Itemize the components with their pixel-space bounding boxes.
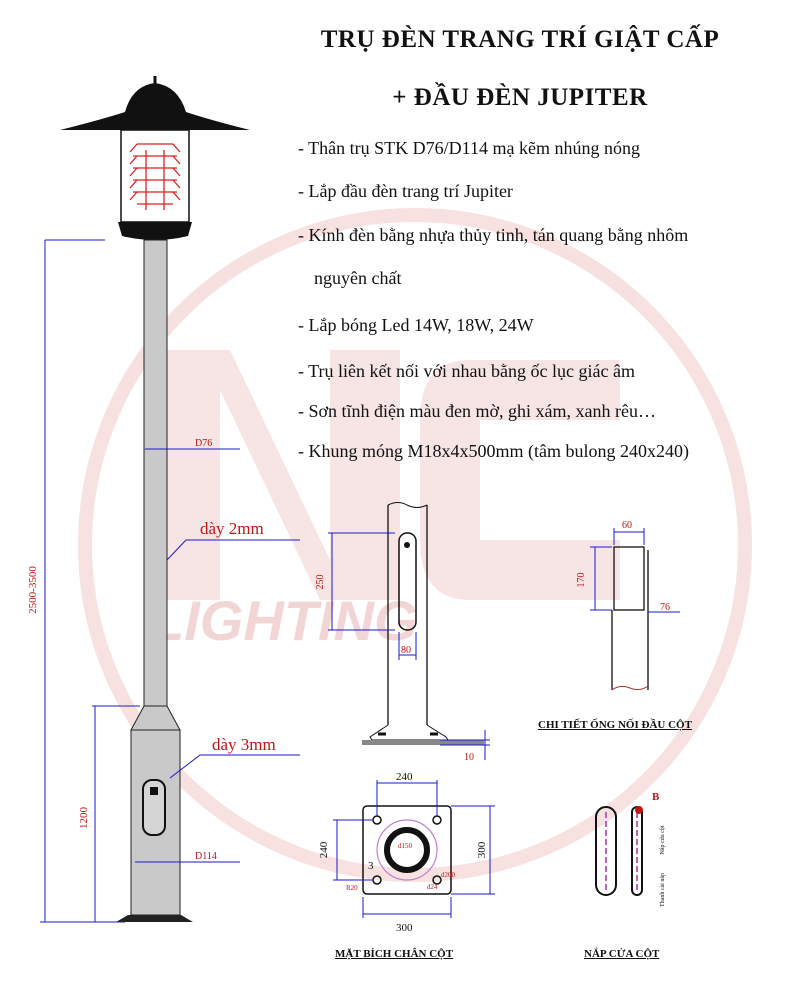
upper-thickness-label: dày 2mm: [200, 519, 264, 538]
led-diffuser: [129, 143, 181, 210]
door-label-a: Nắp cửa cột: [659, 825, 666, 854]
door-cover-detail: [595, 806, 643, 896]
pole: [116, 239, 193, 922]
title-line-2: + ĐẦU ĐÈN JUPITER: [392, 84, 648, 111]
joint-caption: CHI TIẾT ỐNG NỐI ĐẦU CỘT: [538, 719, 692, 731]
flange-bolt-circle: d200: [441, 871, 456, 879]
title-line-1: TRỤ ĐÈN TRANG TRÍ GIẬT CẤP: [320, 26, 720, 53]
base-side-detail: [362, 502, 484, 745]
joint-detail: [611, 546, 649, 691]
base-height-label: 250: [315, 575, 326, 590]
flange-radius: R20: [346, 884, 358, 892]
flange-plate: [362, 805, 452, 895]
flange-left-dim: 240: [318, 841, 330, 858]
flange-small-label: 3: [368, 860, 374, 872]
base-dimensions: [328, 532, 490, 760]
joint-dimensions: [590, 528, 680, 613]
jupiter-lamp-head: [60, 76, 250, 240]
flange-right-dim: 300: [476, 841, 488, 858]
spec-item: - Lắp đầu đèn trang trí Jupiter: [298, 181, 513, 201]
plate-thickness-label: 10: [464, 752, 474, 763]
flange-center-hole: d150: [398, 842, 413, 850]
spec-item: - Thân trụ STK D76/D114 mạ kẽm nhúng nón…: [298, 138, 640, 158]
spec-item: nguyên chất: [314, 268, 402, 288]
base-width-label: 80: [401, 645, 411, 656]
spec-item: - Khung móng M18x4x500mm (tâm bulong 240…: [298, 441, 689, 461]
flange-hole: d24: [427, 883, 438, 891]
flange-caption: MẶT BÍCH CHÂN CỘT: [335, 948, 454, 960]
spec-item: - Sơn tĩnh điện màu đen mờ, ghi xám, xan…: [298, 401, 656, 421]
watermark-text: LIGHTING: [150, 589, 418, 652]
flange-dimensions: [333, 780, 495, 918]
joint-height: 170: [576, 573, 587, 588]
spec-item: - Lắp bóng Led 14W, 18W, 24W: [298, 315, 534, 335]
total-height-label: 2500-3500: [27, 566, 39, 614]
door-caption: NẮP CỬA CỘT: [584, 948, 660, 960]
flange-top-dim: 240: [396, 771, 413, 783]
lower-diameter-label: D114: [195, 851, 217, 862]
pole-dimensions: [40, 239, 300, 923]
spec-item: - Trụ liên kết nối với nhau bằng ốc lục …: [298, 361, 635, 381]
joint-top-width: 60: [622, 520, 632, 531]
joint-outer: 76: [660, 602, 670, 613]
spec-item: - Kính đèn bằng nhựa thủy tinh, tán quan…: [298, 225, 689, 245]
door-marker: B: [652, 791, 660, 803]
pole-door: [142, 779, 166, 836]
lower-thickness-label: dày 3mm: [212, 735, 276, 754]
lower-height-label: 1200: [78, 807, 90, 830]
flange-bottom-dim: 300: [396, 922, 413, 934]
watermark: LIGHTING: [78, 208, 752, 882]
door-label-b: Thanh cài nắp: [659, 873, 666, 907]
upper-diameter-label: D76: [195, 438, 212, 449]
